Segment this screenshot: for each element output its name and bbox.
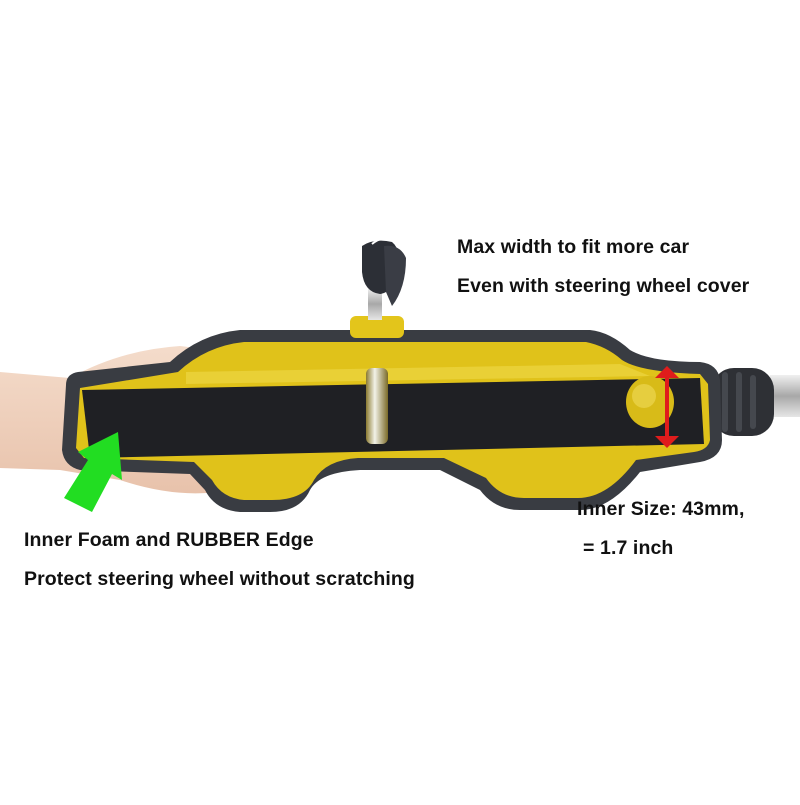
key-and-cylinder <box>350 236 406 338</box>
chrome-shaft <box>770 375 800 417</box>
chrome-pin <box>366 368 388 444</box>
caption-inch-size: = 1.7 inch <box>583 537 674 559</box>
caption-inner-size: Inner Size: 43mm, <box>577 498 745 520</box>
caption-max-width: Max width to fit more car <box>457 236 690 258</box>
caption-steering-cover: Even with steering wheel cover <box>457 275 750 297</box>
foam-pad <box>82 378 704 458</box>
rubber-bellows <box>712 368 774 436</box>
arrow-up-right-icon <box>64 432 122 512</box>
caption-protect-wheel: Protect steering wheel without scratchin… <box>24 568 415 590</box>
caption-inner-foam: Inner Foam and RUBBER Edge <box>24 529 314 551</box>
double-arrow-vertical-icon <box>655 366 679 448</box>
yellow-highlight <box>186 364 650 384</box>
